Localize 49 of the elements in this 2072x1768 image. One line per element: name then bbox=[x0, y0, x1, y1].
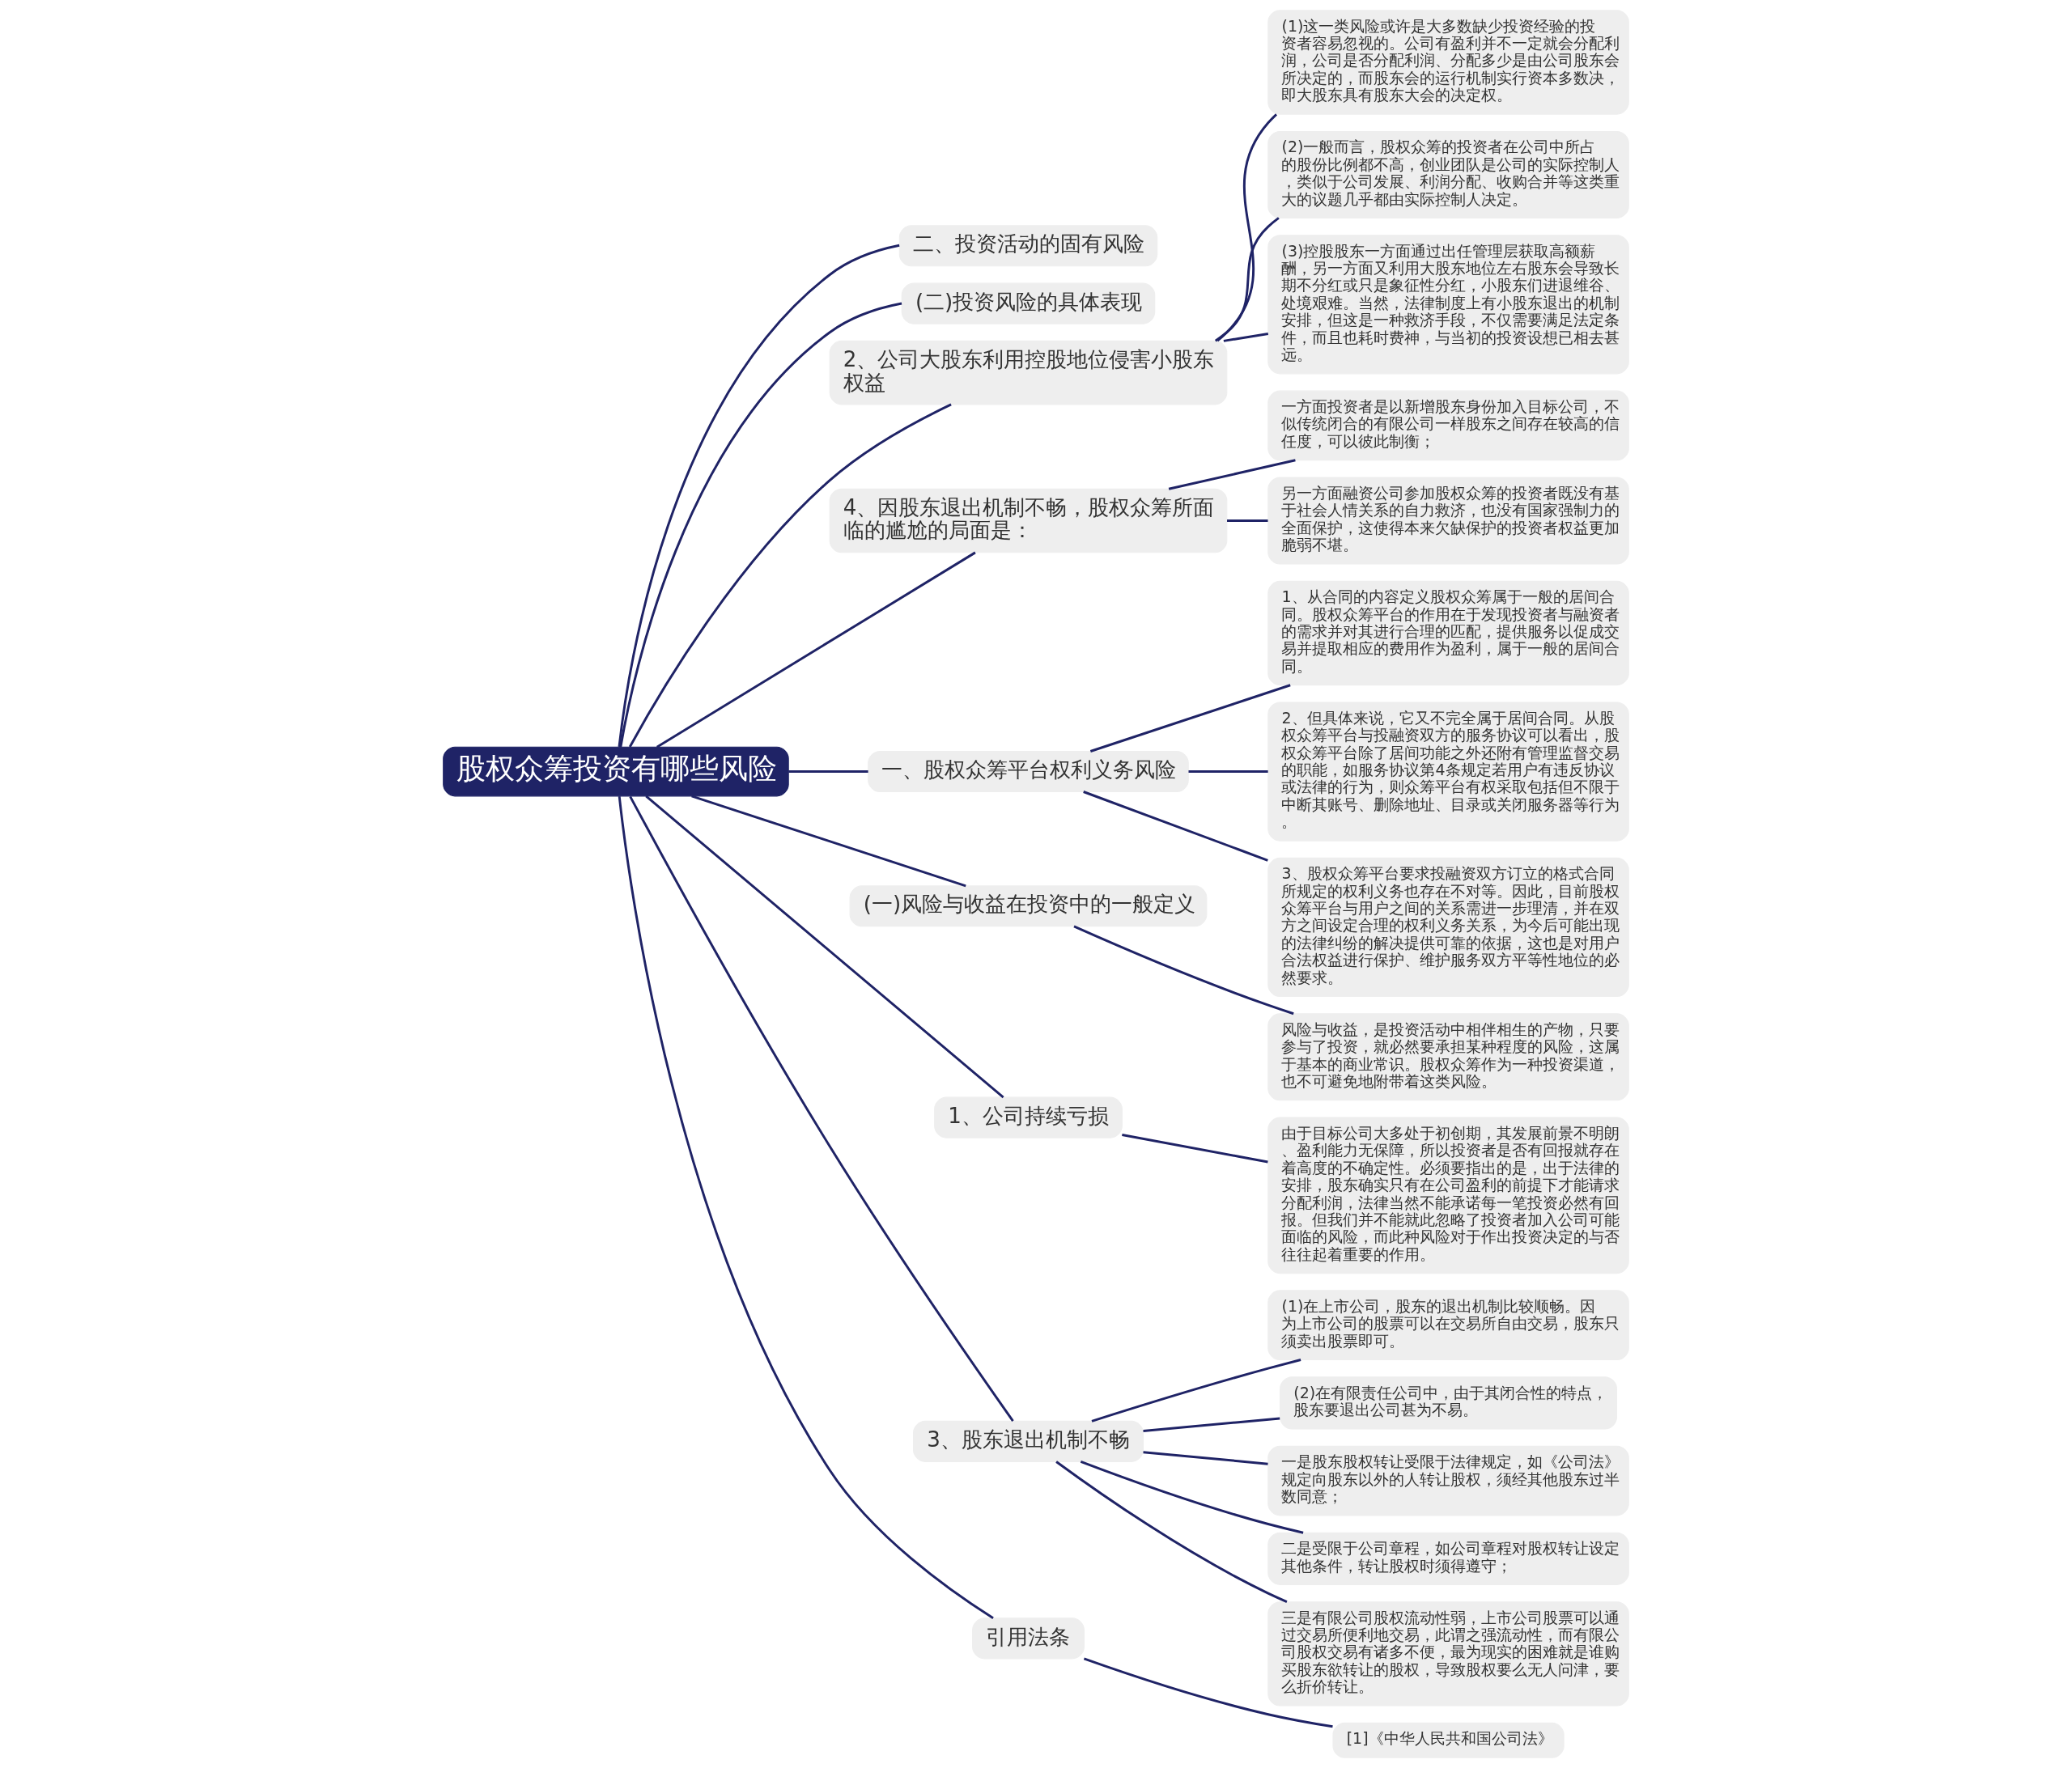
connector bbox=[628, 403, 952, 748]
connector bbox=[1168, 459, 1296, 490]
connector bbox=[788, 770, 868, 773]
node-box: 二是受限于公司章程，如公司章程对股权转让设定其他条件，转让股权时须得遵守； bbox=[1267, 1532, 1629, 1585]
connector bbox=[1223, 332, 1269, 342]
node-box: 1、公司持续亏损 bbox=[934, 1096, 1123, 1138]
connector bbox=[691, 795, 966, 888]
connector bbox=[1073, 925, 1294, 1015]
node-box: 一、股权众筹平台权利义务风险 bbox=[868, 751, 1189, 793]
node-box: 2、公司大股东利用控股地位侵害小股东权益 bbox=[829, 340, 1228, 405]
node-box: 3、股东退出机制不畅 bbox=[912, 1420, 1144, 1462]
connector bbox=[1091, 1359, 1301, 1422]
node-box: 由于目标公司大多处于初创期，其发展前景不明朗、盈利能力无保障，所以投资者是否有回报就存在着高度的不确定性。必须要指出的是，出于法律的安排，股东确实只有在公司盈利的前提下才能请求分配利润，法律当然不能承诺每一笔投资必然有回报。但我们并不能就此忽略了投资者加入公司可能面临的风险，而此种风险对于作出投资决定的与否往往起着重要的作用。 bbox=[1267, 1117, 1629, 1274]
connector bbox=[1227, 519, 1268, 522]
node-box: 2、但具体来说，它又不完全属于居间合同。从股权众筹平台与投融资双方的服务协议可以看出，股权众筹平台除了居间功能之外还附有管理监督交易的职能，如服务协议第4条规定若用户有违反协议或法律的行为，则众筹平台有权采取包括但不限于中断其账号、删除地址、目录或关闭服务器等行为。 bbox=[1267, 702, 1629, 842]
connector bbox=[1214, 217, 1280, 342]
node-box: (3)控股股东一方面通过出任管理层获取高额薪酬，另一方面又利用大股东地位左右股东会导致长期不分红或只是象征性分红，小股东们进退维谷、处境艰难。当然，法律制度上有小股东退出的机制安排，但这是一种救济手段，不仅需要满足法定条件，而且也耗时费神，与当初的投资设想已相去甚远。 bbox=[1267, 235, 1629, 375]
node-box: 一是股东股权转让受限于法律规定，如《公司法》规定向股东以外的人转让股权，须经其他股东过半数同意； bbox=[1267, 1445, 1629, 1516]
connector bbox=[645, 795, 1004, 1099]
connector bbox=[1216, 113, 1278, 342]
node-box: 另一方面融资公司参加股权众筹的投资者既没有基于社会人情关系的自力救济，也没有国家强制力的全面保护，这使得本来欠缺保护的投资者权益更加脆弱不堪。 bbox=[1267, 477, 1629, 565]
node-box: (2)在有限责任公司中，由于其闭合性的特点，股东要退出公司甚为不易。 bbox=[1280, 1376, 1617, 1430]
connector bbox=[656, 551, 976, 748]
node-box: (2)一般而言，股权众筹的投资者在公司中所占的股份比例都不高，创业团队是公司的实际控制人，类似于公司发展、利润分配、收购合并等这类重大的议题几乎都由实际控制人决定。 bbox=[1267, 130, 1629, 218]
connector bbox=[1143, 1451, 1268, 1465]
node-box: (1)在上市公司，股东的退出机制比较顺畅。因为上市公司的股票可以在交易所自由交易，股东只须卖出股票即可。 bbox=[1267, 1290, 1629, 1361]
connector bbox=[1083, 1657, 1333, 1728]
node-box: 引用法条 bbox=[972, 1617, 1085, 1660]
connector bbox=[1055, 1461, 1288, 1603]
node-box: 二、投资活动的固有风险 bbox=[898, 225, 1158, 267]
connector bbox=[1143, 1417, 1280, 1432]
node-box: (1)这一类风险或许是大多数缺少投资经验的投资者容易忽视的。公司有盈利并不一定就会分配利润，公司是否分配利润、分配多少是由公司股东会所决定的，而股东会的运行机制实行资本多数决，即大股东具有股东大会的决定权。 bbox=[1267, 10, 1629, 115]
connector bbox=[629, 795, 1014, 1422]
node-box: 三是有限公司股权流动性弱，上市公司股票可以通过交易所便利地交易，此谓之强流动性，而有限公司股权交易有诸多不便，最为现实的困难就是谁购买股东欲转让的股权，导致股权要么无人问津，要么折价转让。 bbox=[1267, 1601, 1629, 1707]
connector bbox=[618, 795, 994, 1620]
node-box: 4、因股东退出机制不畅，股权众筹所面临的尴尬的局面是： bbox=[829, 488, 1228, 553]
connector bbox=[1122, 1134, 1268, 1164]
node-box: [1]《中华人民共和国公司法》 bbox=[1332, 1722, 1565, 1758]
node-box: (一)风险与收益在投资中的一般定义 bbox=[849, 885, 1208, 927]
connector bbox=[1188, 770, 1268, 773]
node-box: 风险与收益，是投资活动中相伴相生的产物，只要参与了投资，就必然要承担某种程度的风险，这属于基本的商业常识。股权众筹作为一种投资渠道，也不可避免地附带着这类风险。 bbox=[1267, 1013, 1629, 1101]
connector bbox=[1089, 684, 1291, 753]
connector bbox=[1080, 1461, 1304, 1534]
node-box: (二)投资风险的具体表现 bbox=[901, 282, 1156, 324]
connector bbox=[1083, 791, 1268, 862]
node-box: 股权众筹投资有哪些风险 bbox=[443, 746, 789, 797]
node-box: 3、股权众筹平台要求投融资双方订立的格式合同所规定的权利义务也存在不对等。因此，目前股权众筹平台与用户之间的关系需进一步理清，并在双方之间设定合理的权利义务关系，为今后可能出现的法律纠纷的解决提供可靠的依据，这也是对用户合法权益进行保护、维护服务双方平等性地位的必然要求。 bbox=[1267, 857, 1629, 998]
node-box: 一方面投资者是以新增股东身份加入目标公司，不似传统闭合的有限公司一样股东之间存在较高的信任度，可以彼此制衡； bbox=[1267, 390, 1629, 461]
node-box: 1、从合同的内容定义股权众筹属于一般的居间合同。股权众筹平台的作用在于发现投资者与融资者的需求并对其进行合理的匹配，提供服务以促成交易并提取相应的费用作为盈利，属于一般的居间合同。 bbox=[1267, 580, 1629, 686]
